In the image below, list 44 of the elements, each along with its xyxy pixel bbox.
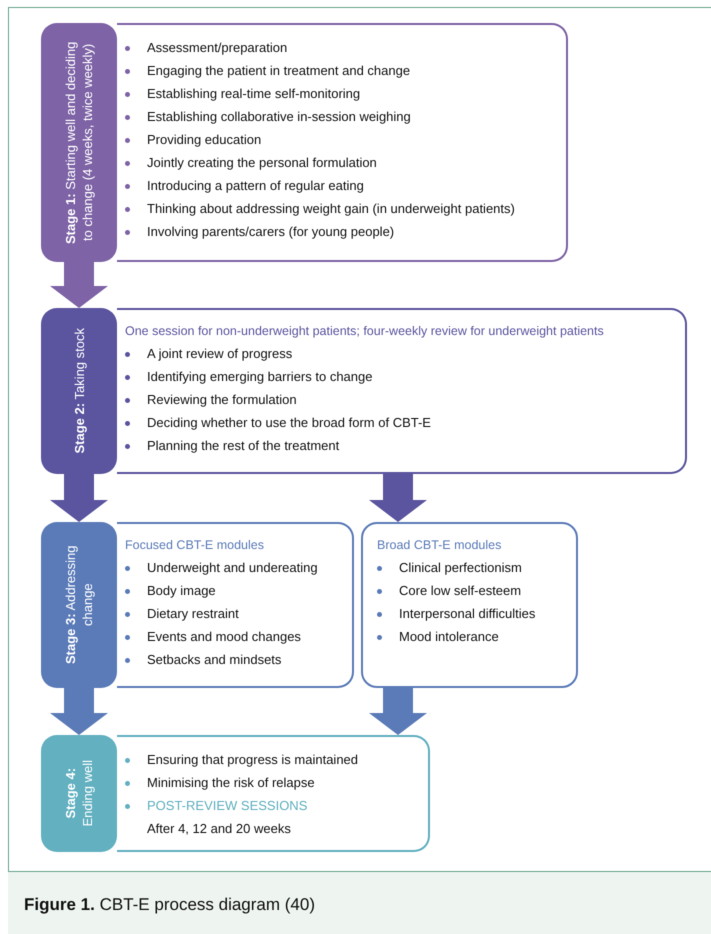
stage-title: Stage 1: Starting well and deciding to change (4 weeks, twice weekly) <box>62 40 96 246</box>
list-item: Identifying emerging barriers to change <box>147 368 372 386</box>
stage-panel <box>117 522 354 688</box>
stage-tab <box>41 735 117 852</box>
list-item: Establishing collaborative in-session weighing <box>147 108 411 126</box>
stage-tab <box>41 308 117 474</box>
list-item: A joint review of progress <box>147 345 292 363</box>
list-item: Planning the rest of the treatment <box>147 437 340 455</box>
list-item: Minimising the risk of relapse <box>147 774 315 792</box>
list-item: Core low self-esteem <box>399 582 522 600</box>
list-item: Introducing a pattern of regular eating <box>147 177 364 195</box>
list-item: Dietary restraint <box>147 605 239 623</box>
caption: Figure 1. CBT-E process diagram (40) <box>24 895 315 914</box>
stage-tab <box>41 23 117 262</box>
list-item: Clinical perfectionism <box>399 559 522 577</box>
panel-heading: One session for non-underweight patients; four-weekly review for underweight patients <box>125 323 605 340</box>
list-item: Jointly creating the personal formulation <box>147 154 377 172</box>
list-item: Involving parents/carers (for young people) <box>147 223 394 241</box>
stage-panel <box>117 735 430 852</box>
list-item: Ensuring that progress is maintained <box>147 751 358 769</box>
list-item: Mood intolerance <box>399 628 499 646</box>
list-item: Interpersonal difficulties <box>399 605 536 623</box>
list-item: Establishing real-time self-monitoring <box>147 85 360 103</box>
stage-tab <box>41 522 117 688</box>
stage-panel <box>361 522 578 688</box>
list-item: Thinking about addressing weight gain (in underweight patients) <box>147 200 515 218</box>
panel-heading: Broad CBT-E modules <box>377 537 502 554</box>
list-item: POST-REVIEW SESSIONS <box>147 797 308 815</box>
stage-panel <box>117 308 687 474</box>
list-item: Reviewing the formulation <box>147 391 297 409</box>
panel-heading: Focused CBT-E modules <box>125 537 265 554</box>
list-item: Providing education <box>147 131 262 149</box>
list-item: Assessment/preparation <box>147 39 288 57</box>
list-item: Body image <box>147 582 216 600</box>
stage-title: Ending well <box>79 760 96 827</box>
list-item: Underweight and undereating <box>147 559 318 577</box>
list-item: Setbacks and mindsets <box>147 651 282 669</box>
list-item: After 4, 12 and 20 weeks <box>147 820 291 838</box>
stage-title: Stage 2: Taking stock <box>70 328 88 454</box>
list-item: Engaging the patient in treatment and change <box>147 62 410 80</box>
list-item: Deciding whether to use the broad form of CBT-E <box>147 414 431 432</box>
stage-panel <box>117 23 568 262</box>
list-item: Events and mood changes <box>147 628 301 646</box>
stage-title: Stage 4: <box>62 767 79 821</box>
